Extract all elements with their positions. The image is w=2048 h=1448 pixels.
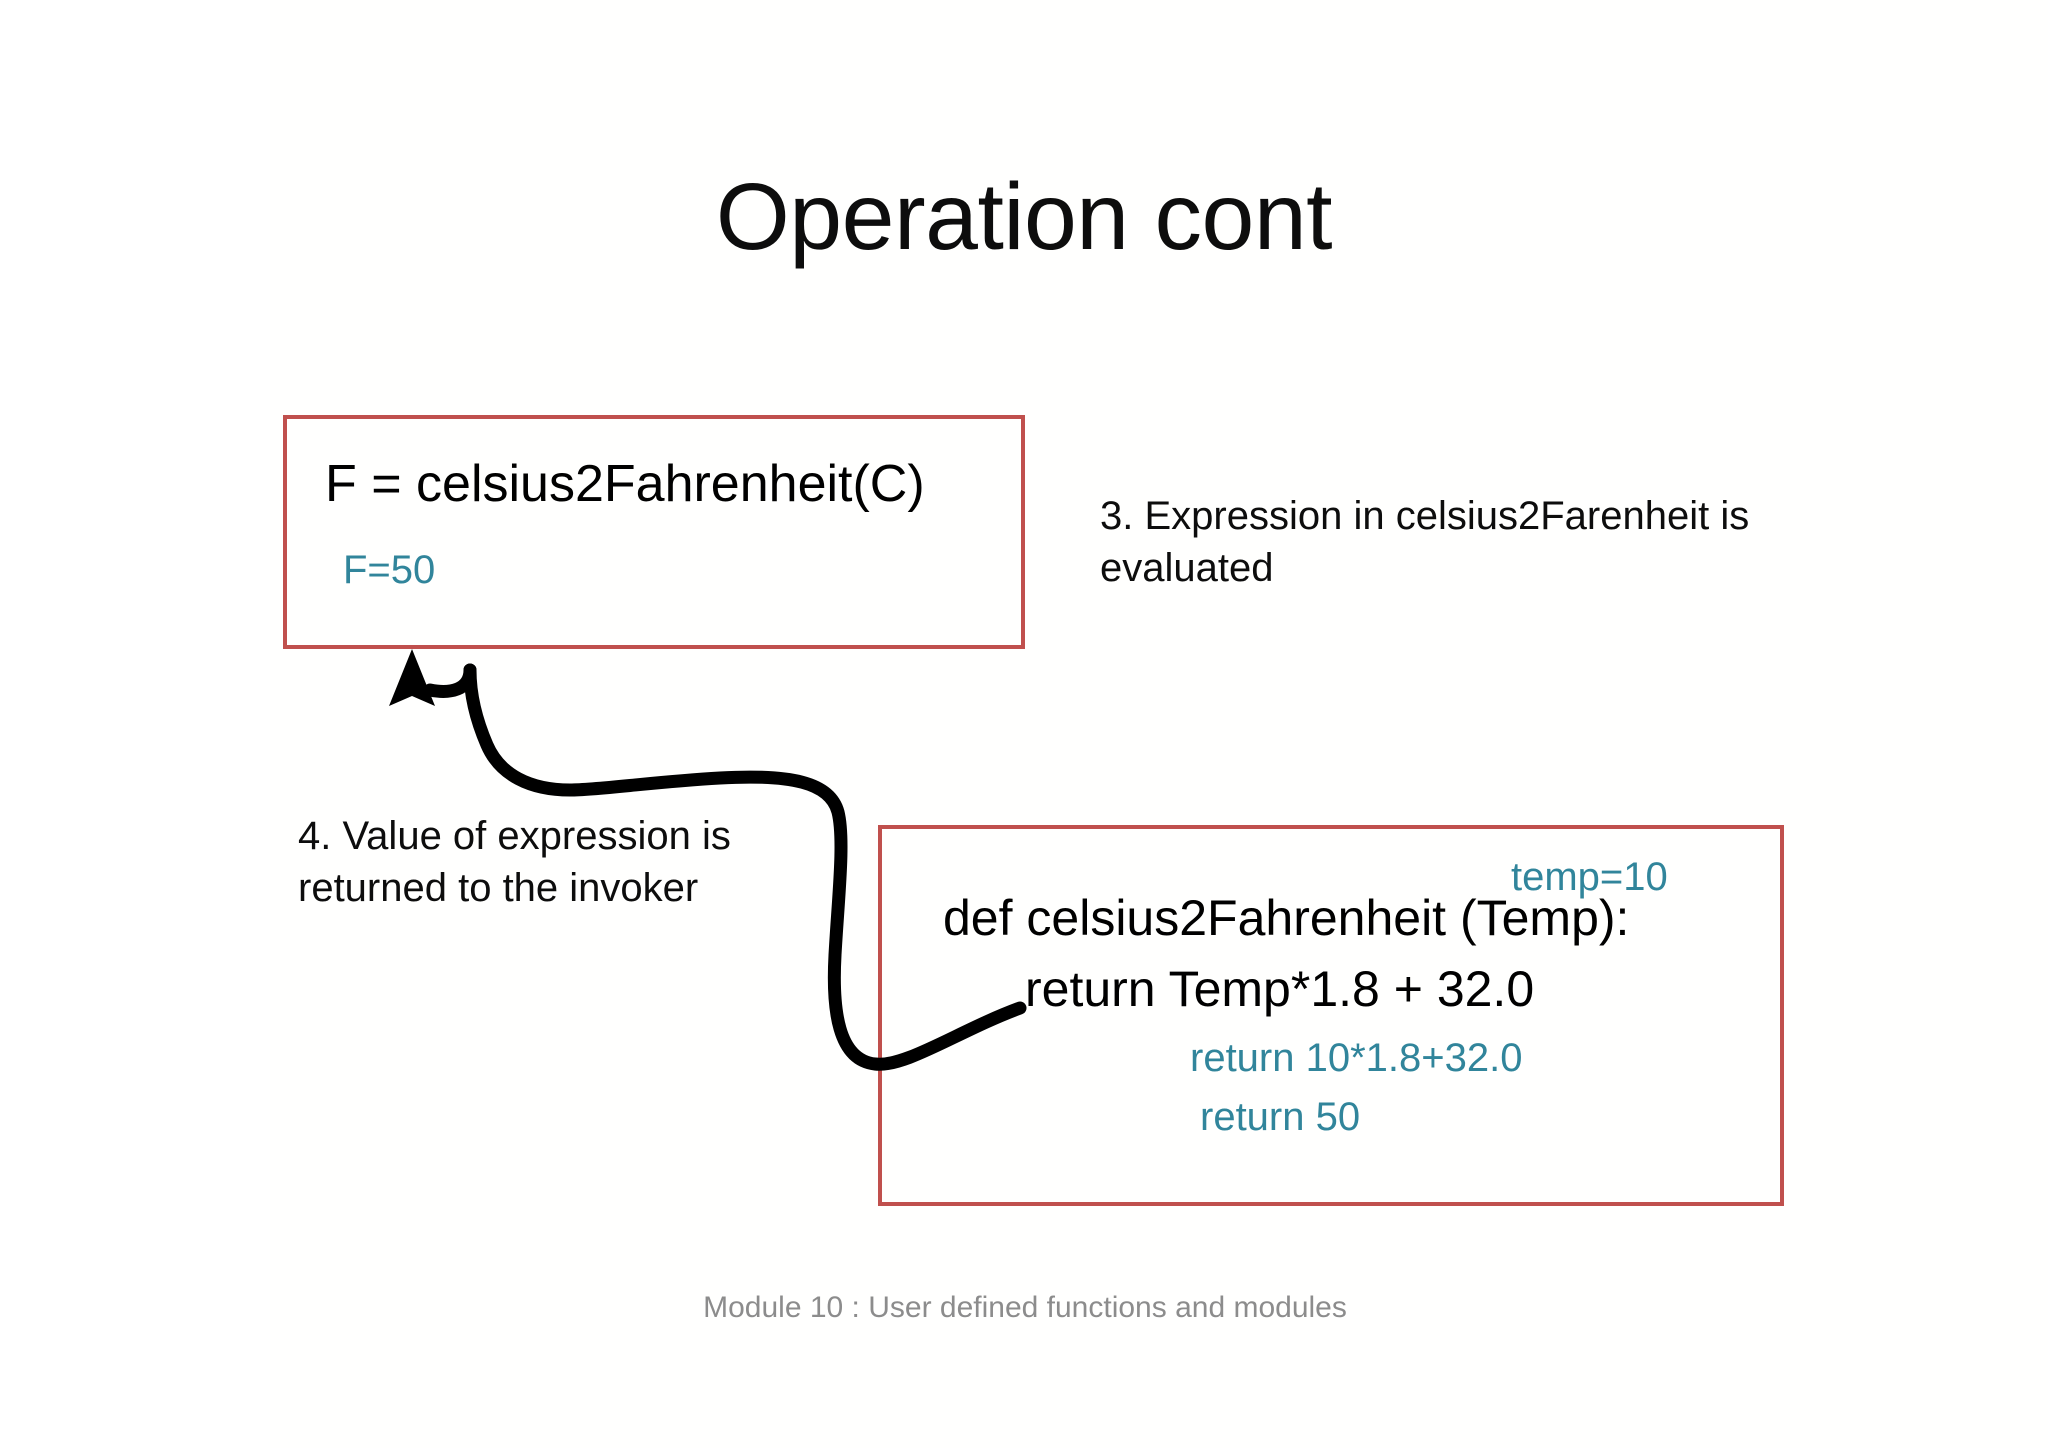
slide-footer: Module 10 : User defined functions and m… xyxy=(703,1291,1347,1324)
function-def-line: def celsius2Fahrenheit (Temp): xyxy=(943,890,1630,946)
invoker-call-statement: F = celsius2Fahrenheit(C) xyxy=(325,455,925,513)
function-return-line: return Temp*1.8 + 32.0 xyxy=(1025,961,1535,1017)
invoker-result-trace: F=50 xyxy=(343,548,436,592)
invoker-box xyxy=(283,415,1025,649)
function-parameter-trace: temp=10 xyxy=(1511,855,1668,899)
function-return-value-trace: return 50 xyxy=(1200,1095,1361,1139)
annotation-step-3: 3. Expression in celsius2Farenheit is ev… xyxy=(1100,494,1750,590)
annotation-step-4: 4. Value of expression is returned to th… xyxy=(298,814,731,910)
function-return-substituted-trace: return 10*1.8+32.0 xyxy=(1190,1036,1523,1080)
page-title: Operation cont xyxy=(715,164,1333,270)
